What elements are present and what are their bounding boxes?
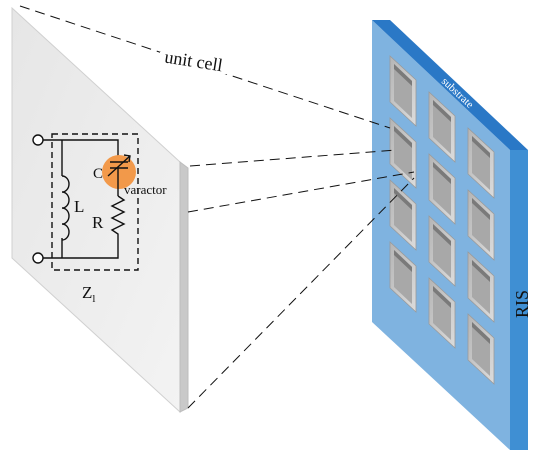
ris-board — [372, 20, 528, 450]
ris-unit-cell — [389, 117, 417, 189]
panel-front-face — [11, 6, 181, 414]
ris-cell-shadow — [472, 136, 490, 158]
unit-cell-panel — [11, 6, 189, 414]
ris-top-face — [372, 20, 528, 150]
impedance-box — [51, 133, 139, 271]
ris-unit-cell — [389, 55, 417, 127]
ris-unit-cell — [467, 251, 495, 323]
ris-unit-cell — [467, 313, 495, 385]
ris-unit-cell — [428, 277, 456, 349]
ris-label: RIS — [512, 290, 532, 318]
projection-line-bottom — [187, 177, 415, 409]
projection-line-upper — [189, 149, 397, 167]
ris-unit-cell — [428, 91, 456, 163]
resistor-label: R — [92, 213, 104, 232]
ris-cell-shadow — [433, 162, 451, 184]
wire-bottom — [43, 238, 119, 259]
impedance-label: Zl — [82, 283, 95, 305]
ris-cell-shadow — [433, 100, 451, 122]
ris-cell-shadow — [472, 322, 490, 344]
ris-cell-shadow — [394, 126, 412, 148]
ris-unit-cell — [389, 241, 417, 313]
unit-cell-label-backdrop — [160, 52, 240, 74]
ris-cell-shadow — [472, 198, 490, 220]
ris-unit-cell — [428, 215, 456, 287]
ris-cell-shadow — [433, 286, 451, 308]
ris-cell-shadow — [394, 64, 412, 86]
resistor-zigzag — [110, 195, 126, 238]
inductor-coil — [61, 175, 70, 241]
ris-unit-cell — [467, 189, 495, 261]
impedance-label-subscript: l — [92, 293, 95, 305]
capacitor-and-resistor — [107, 154, 131, 238]
capacitor-label: C — [93, 166, 103, 182]
ris-cell-shadow — [394, 250, 412, 272]
terminal-bottom — [32, 252, 44, 264]
ris-cell-shadow — [472, 260, 490, 282]
ris-unit-cell — [428, 153, 456, 225]
ris-cell-shadow — [433, 224, 451, 246]
ris-cell-shadow — [394, 188, 412, 210]
varactor-label: varactor — [124, 182, 167, 197]
varactor-arrowhead — [123, 154, 131, 163]
circuit-schematic — [32, 133, 139, 271]
wire-top — [43, 139, 119, 156]
inductor-label: L — [74, 197, 84, 216]
varactor-highlight — [102, 155, 136, 189]
terminal-top — [32, 134, 44, 146]
impedance-label-base: Z — [82, 283, 92, 302]
ris-cell-grid — [389, 55, 495, 385]
ris-side-face — [510, 150, 528, 450]
ris-unit-cell — [389, 179, 417, 251]
ris-unit-cell — [467, 127, 495, 199]
varactor-arrow — [107, 155, 131, 177]
panel-edge-face — [179, 161, 189, 413]
projection-line-lower — [187, 171, 415, 213]
